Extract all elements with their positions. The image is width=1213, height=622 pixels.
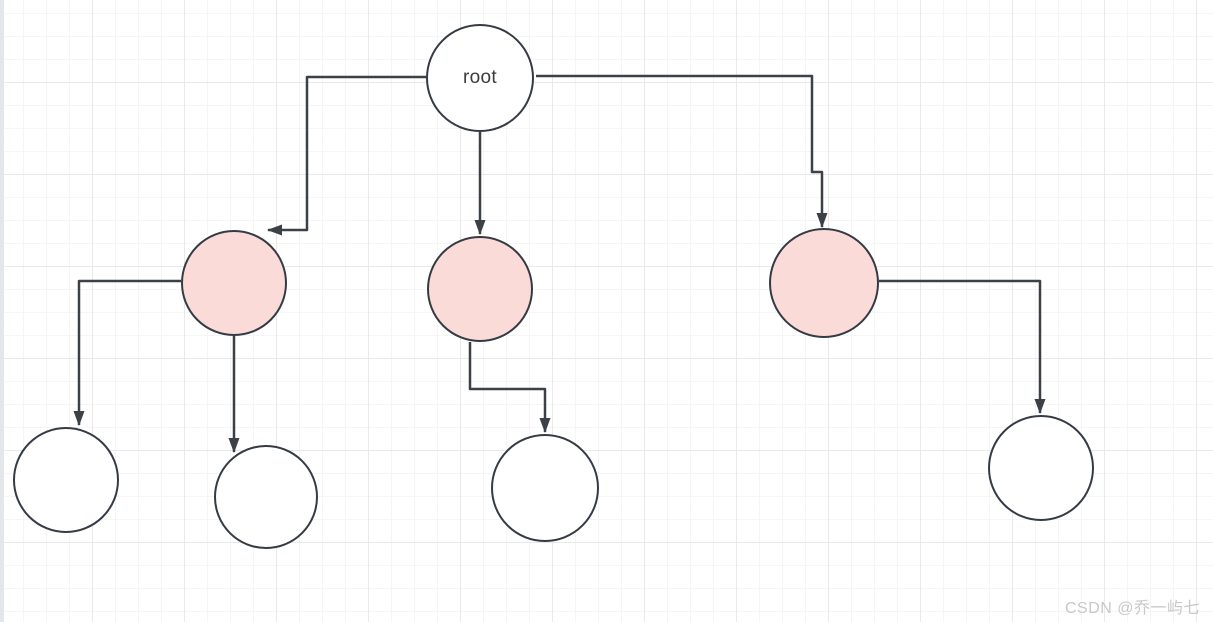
node-leaf-2[interactable] — [214, 445, 318, 549]
node-leaf-4[interactable] — [988, 415, 1094, 521]
edge-child-3-to-leaf-4[interactable] — [879, 279, 1046, 414]
node-child-2[interactable] — [427, 236, 533, 342]
node-label-root: root — [463, 67, 497, 88]
edge-root-to-child-3[interactable] — [536, 74, 828, 228]
csdn-watermark: CSDN @乔一屿七 — [1064, 600, 1200, 617]
panel-edge-divider — [0, 0, 4, 622]
node-child-3[interactable] — [769, 228, 879, 338]
node-leaf-1[interactable] — [13, 427, 119, 533]
edge-child-1-to-leaf-1[interactable] — [73, 279, 181, 426]
node-leaf-3[interactable] — [491, 434, 599, 542]
node-root[interactable]: root — [426, 24, 534, 132]
edge-child-2-to-leaf-3[interactable] — [468, 342, 551, 433]
edge-root-to-child-1[interactable] — [267, 75, 426, 236]
node-child-1[interactable] — [181, 230, 287, 336]
